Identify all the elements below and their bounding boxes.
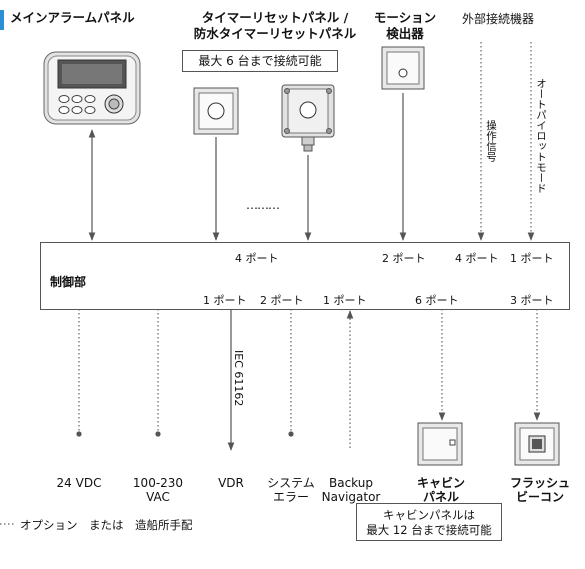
flash-beacon-label-2: ビーコン <box>515 490 564 504</box>
port-system-error: 2 ポート <box>260 294 304 307</box>
port-autopilot: 1 ポート <box>510 252 554 265</box>
waterproof-timer-reset-panel-device <box>280 83 336 153</box>
motion-detector-title-2: 検出器 <box>386 26 424 41</box>
motion-detector-device <box>381 46 425 90</box>
max-six-box <box>182 50 338 72</box>
motion-detector-title-1: モーション <box>373 10 437 25</box>
port-operation: 4 ポート <box>455 252 499 265</box>
ac-label-1: 100-230 <box>132 476 184 490</box>
more-panels-ellipsis: ……… <box>246 198 280 212</box>
syserr-dot <box>288 431 294 437</box>
port-motion: 2 ポート <box>382 252 426 265</box>
flash-beacon-device <box>514 422 560 466</box>
ac-dot <box>155 431 161 437</box>
operation-signal-label: 操作信号 <box>485 120 497 162</box>
flash-beacon-label-1: フラッシュ <box>509 476 570 490</box>
port-vdr: 1 ポート <box>203 294 247 307</box>
port-flash-beacon: 3 ポート <box>510 294 554 307</box>
cabin-panel-device <box>417 422 463 466</box>
legend-text: オプション または 造船所手配 <box>20 518 193 532</box>
vdr-label: VDR <box>218 476 244 490</box>
backup-navigator-label-2: Navigator <box>321 490 381 504</box>
port-timer: 4 ポート <box>235 252 279 265</box>
backup-navigator-label-1: Backup <box>329 476 373 490</box>
max-six-label: 最大 6 台まで接続可能 <box>198 54 322 68</box>
system-error-label-2: エラー <box>272 490 309 504</box>
control-unit-box <box>40 242 570 310</box>
ac-label-2: VAC <box>146 490 170 504</box>
main-alarm-panel-title: メインアラームパネル <box>10 10 135 25</box>
cabin-note-line-1: キャビンパネルは <box>383 508 475 522</box>
main-alarm-panel-device <box>42 46 142 130</box>
external-device-title: 外部接続機器 <box>462 12 535 26</box>
cabin-note-box <box>356 503 502 541</box>
cabin-note-line-2: 最大 12 台まで接続可能 <box>366 523 492 537</box>
dc24-label: 24 VDC <box>56 476 102 490</box>
accent-marker <box>0 10 4 30</box>
autopilot-mode-label: オートパイロットモード <box>535 78 547 194</box>
cabin-panel-label-2: パネル <box>422 490 459 504</box>
cabin-panel-label-1: キャビン <box>416 476 465 490</box>
port-cabin-panel: 6 ポート <box>415 294 459 307</box>
timer-reset-panel-title-2: 防水タイマーリセットパネル <box>193 26 357 41</box>
iec-label: IEC 61162 <box>232 350 245 407</box>
system-error-label-1: システム <box>267 476 315 490</box>
control-unit-label: 制御部 <box>50 275 87 289</box>
timer-reset-panel-device <box>193 87 239 135</box>
port-backup-navigator: 1 ポート <box>323 294 367 307</box>
dc24-dot <box>76 431 82 437</box>
timer-reset-panel-title-1: タイマーリセットパネル / <box>201 10 349 25</box>
